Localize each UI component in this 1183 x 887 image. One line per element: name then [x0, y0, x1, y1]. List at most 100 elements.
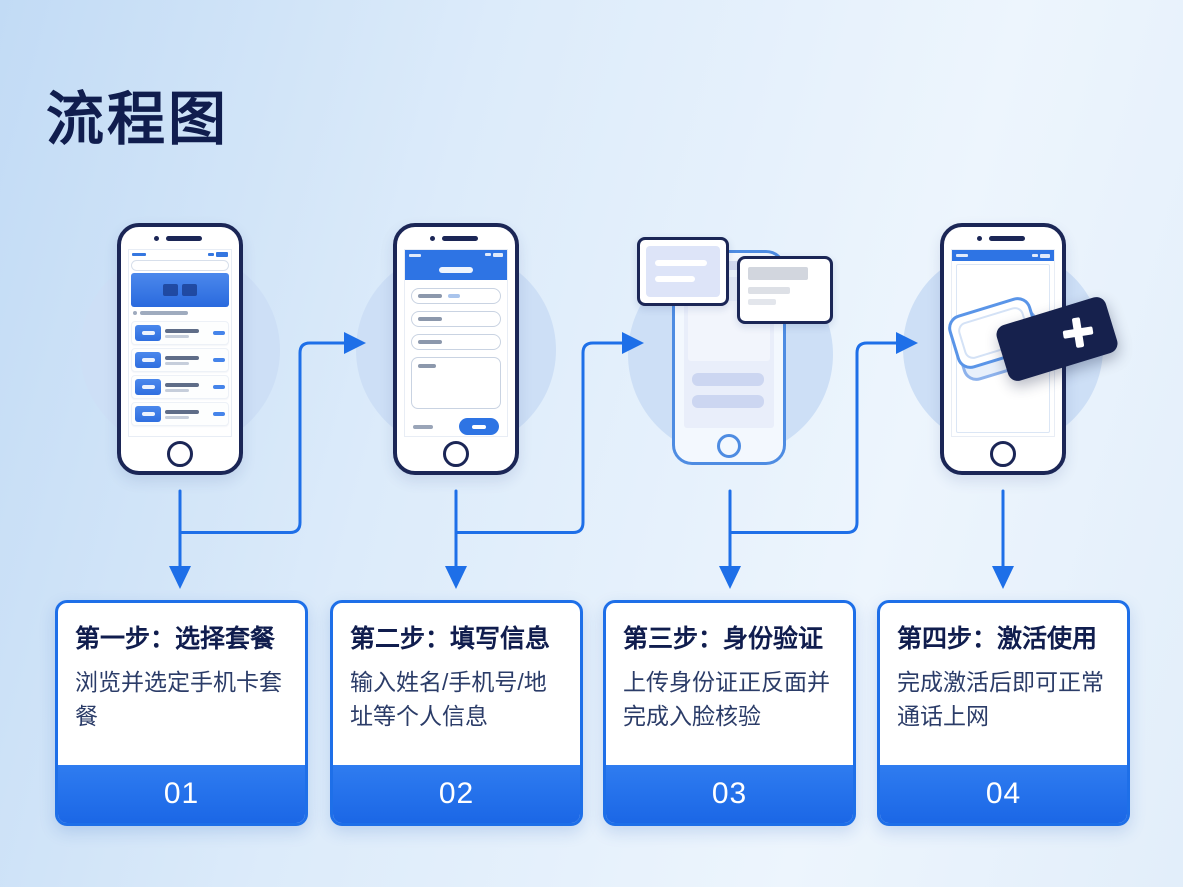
signal-placeholder: [409, 253, 421, 257]
speaker-bar-icon: [442, 236, 478, 241]
chip-text-placeholder: [141, 331, 155, 335]
text-line-placeholder: [165, 388, 189, 392]
field-label-placeholder: [418, 340, 442, 344]
battery-placeholder: [208, 252, 228, 257]
plan-text: [165, 355, 199, 365]
wifi-placeholder: [208, 253, 214, 256]
price-chip: [135, 406, 161, 422]
section-caption: [129, 307, 231, 318]
text-line-placeholder: [165, 334, 189, 338]
camera-dot-icon: [430, 236, 435, 241]
chip-text-placeholder: [141, 358, 155, 362]
step-card-2: 第二步：填写信息 输入姓名/手机号/地址等个人信息 02: [330, 600, 583, 826]
step1-phone-screen: [128, 249, 232, 437]
button-text-placeholder: [472, 424, 486, 429]
chip-text-placeholder: [141, 412, 155, 416]
status-bar: [129, 250, 231, 259]
text-line-placeholder: [655, 260, 707, 266]
text-line-placeholder: [165, 361, 189, 365]
down-arrow-step1: [169, 489, 191, 589]
search-bar-placeholder: [131, 260, 229, 271]
step-description: 上传身份证正反面并完成入脸核验: [623, 669, 830, 729]
camera-dot-icon: [154, 236, 159, 241]
link-text-placeholder: [213, 331, 225, 335]
down-arrow-step3: [719, 489, 741, 589]
text-line-placeholder: [165, 355, 199, 360]
price-chip: [135, 352, 161, 368]
battery-placeholder: [485, 253, 503, 257]
footer-text-placeholder: [413, 424, 433, 429]
step-card-4: 第四步：激活使用 完成激活后即可正常通话上网 04: [877, 600, 1130, 826]
home-button-icon: [990, 441, 1016, 467]
speaker-bar-icon: [711, 261, 747, 270]
price-chip: [135, 325, 161, 341]
text-line-placeholder: [165, 328, 199, 333]
link-text-placeholder: [213, 385, 225, 389]
text-line-placeholder: [748, 299, 776, 305]
step-description: 浏览并选定手机卡套餐: [75, 669, 282, 729]
step-title: 第一步：选择套餐: [75, 625, 276, 653]
wifi-placeholder: [1032, 253, 1038, 257]
plan-list-item: [131, 321, 229, 345]
down-arrow-step2: [445, 489, 467, 589]
caption-text-placeholder: [140, 310, 188, 315]
id-card-photo-area: [646, 246, 720, 297]
price-chip: [135, 379, 161, 395]
branch-arrow-step2-to-step3: [455, 332, 644, 534]
step-card-3: 第三步：身份验证 上传身份证正反面并完成入脸核验 03: [603, 600, 856, 826]
status-bar: [405, 250, 507, 260]
text-row-placeholder: [692, 395, 764, 408]
step2-phone-illustration: [393, 223, 519, 475]
link-text-placeholder: [213, 358, 225, 362]
step1-phone-illustration: [117, 223, 243, 475]
banner-text-placeholder: [163, 284, 178, 296]
plan-list-item: [131, 375, 229, 399]
text-line-placeholder: [165, 409, 199, 414]
down-arrow-step4: [992, 489, 1014, 589]
plus-icon: [1061, 315, 1095, 349]
submit-button-placeholder: [459, 418, 499, 435]
signal-placeholder: [956, 254, 968, 257]
branch-arrow-step1-to-step2: [179, 332, 366, 534]
chip-text-placeholder: [141, 385, 155, 389]
status-bar: [952, 250, 1054, 261]
id-card-front-illustration: [637, 237, 729, 306]
plan-list-item: [131, 348, 229, 372]
field-label-placeholder: [418, 364, 436, 368]
text-line-placeholder: [165, 382, 199, 387]
signup-form: [405, 280, 507, 436]
text-line-placeholder: [748, 287, 790, 294]
form-field: [411, 334, 501, 350]
step-number-badge: 03: [606, 765, 853, 823]
signal-placeholder: [132, 253, 146, 256]
link-text-placeholder: [213, 412, 225, 416]
id-card-back-illustration: [737, 256, 833, 324]
battery-icon: [1040, 253, 1050, 258]
wifi-placeholder: [485, 253, 491, 256]
app-header: [405, 250, 507, 280]
branch-arrow-step3-to-step4: [729, 332, 918, 534]
step2-phone-screen: [404, 249, 508, 437]
step-number-badge: 02: [333, 765, 580, 823]
battery-placeholder: [1032, 253, 1050, 258]
plan-text: [165, 382, 199, 392]
step-number-badge: 01: [58, 765, 305, 823]
battery-icon: [493, 253, 503, 257]
step-description: 输入姓名/手机号/地址等个人信息: [350, 669, 547, 729]
page-title: 流程图: [46, 87, 230, 152]
field-label-placeholder: [418, 317, 442, 321]
bullet-icon: [133, 310, 137, 315]
home-button-icon: [443, 441, 469, 467]
text-line-placeholder: [655, 276, 695, 282]
home-button-icon: [167, 441, 193, 467]
step-title: 第三步：身份验证: [623, 625, 824, 653]
header-title-placeholder: [439, 267, 473, 273]
form-footer: [411, 418, 501, 435]
step-number-badge: 04: [880, 765, 1127, 823]
battery-icon: [216, 252, 228, 257]
step-title: 第二步：填写信息: [350, 625, 551, 653]
field-label-placeholder: [418, 294, 442, 298]
speaker-bar-icon: [166, 236, 202, 241]
